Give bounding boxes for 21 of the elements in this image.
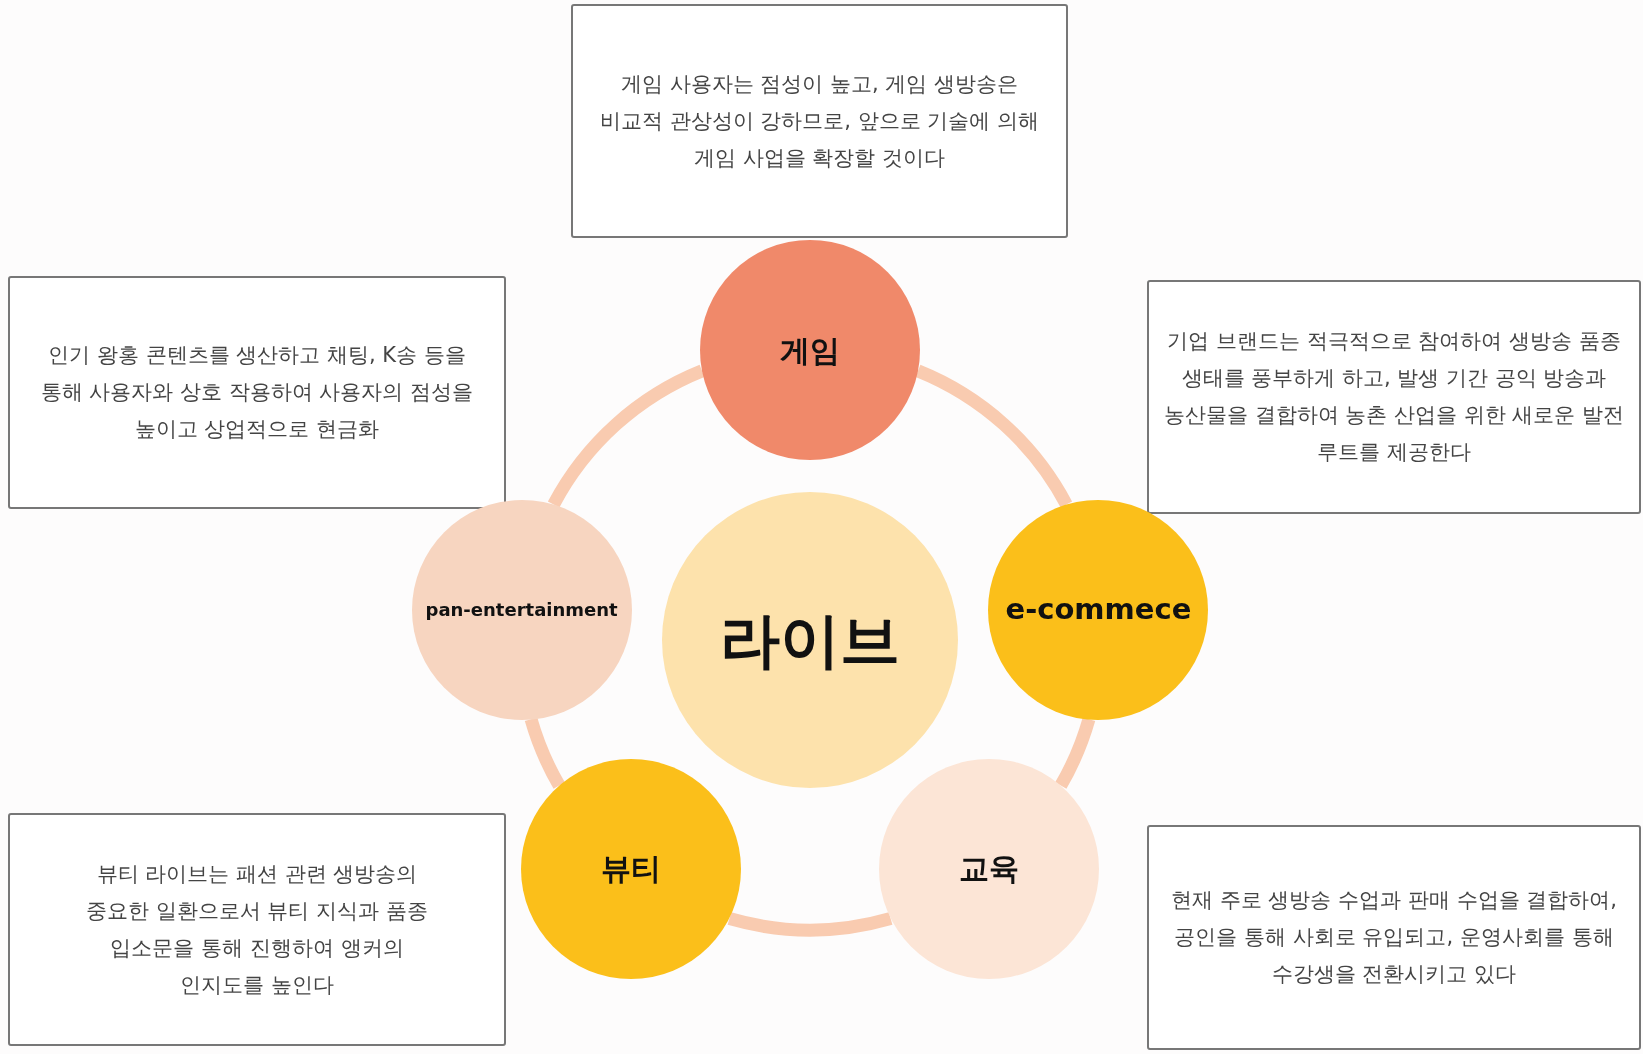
category-label: 게임 [780, 331, 840, 370]
category-label: 뷰티 [601, 850, 662, 888]
description-text: 기업 브랜드는 적극적으로 참여하여 생방송 품종 생태를 풍부하게 하고, 발생 기간 공익 방송과 농산물을 결합하여 농촌 산업을 위한 새로운 발전 루트를 제공한다 [1162, 328, 1626, 466]
ring-arc [548, 365, 705, 508]
ring-arc [727, 912, 893, 937]
category-label: 교육 [958, 850, 1019, 888]
ring-arc [915, 365, 1072, 508]
description-box [1147, 825, 1641, 1050]
description-text: 현재 주로 생방송 수업과 판매 수업을 결합하여, 공인을 통해 사회로 유입되고, 운영사회를 통해 수강생을 전환시키고 있다 [1170, 887, 1618, 988]
description-text: 뷰티 라이브는 패션 관련 생방송의 중요한 일환으로서 뷰티 지식과 품종 입소문을 통해 진행하여 앵커의 인지도를 높인다 [85, 860, 429, 999]
category-label: pan-entertainment [425, 598, 618, 623]
ring-arc [524, 717, 565, 789]
description-text: 게임 사용자는 점성이 높고, 게임 생방송은 비교적 관상성이 강하므로, 앞으로 기술에 의해 게임 사업을 확장할 것이다 [598, 70, 1041, 172]
ring-arc [1055, 717, 1096, 789]
description-box [571, 4, 1068, 238]
description-text: 인기 왕홍 콘텐츠를 생산하고 채팅, K송 등을 통해 사용자와 상호 작용하여 사용자의 점성을 높이고 상업적으로 현금화 [40, 342, 474, 443]
description-box [8, 813, 506, 1046]
category-label: e-commece [1005, 590, 1192, 628]
description-box [1147, 280, 1641, 514]
description-box [8, 276, 506, 509]
category-label: 라이브 [720, 604, 900, 677]
